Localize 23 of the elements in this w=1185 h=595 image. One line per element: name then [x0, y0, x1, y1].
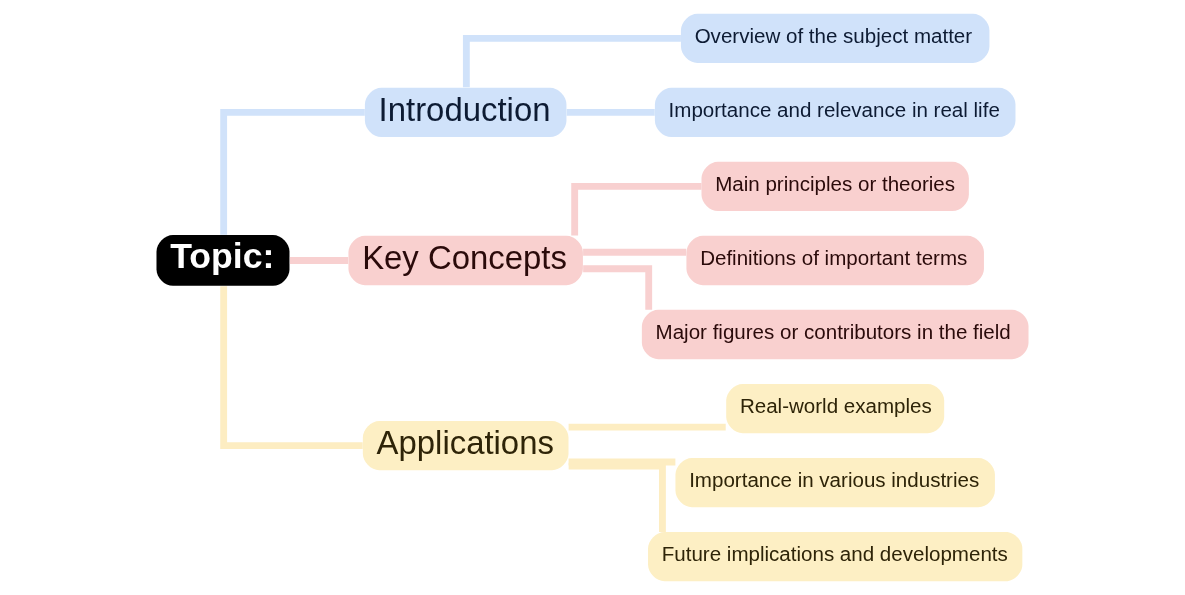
node-box: Topic:: [156, 235, 290, 286]
node-box: Importance in various industries: [675, 457, 995, 508]
node-box: Definitions of important terms: [686, 235, 984, 286]
connector: [462, 34, 681, 88]
connector: [583, 265, 653, 310]
node-box: Key Concepts: [348, 235, 583, 286]
node-box: Future implications and developments: [648, 531, 1023, 582]
node-box: Major figures or contributors in the field: [641, 309, 1029, 360]
node-box: Main principles or theories: [701, 161, 969, 212]
connector: [220, 286, 363, 449]
connector: [568, 462, 666, 532]
node-box: Overview of the subject matter: [680, 13, 990, 64]
connector: [568, 423, 726, 431]
connector: [571, 183, 702, 236]
node-box: Applications: [362, 420, 569, 471]
node-box: Importance and relevance in real life: [654, 87, 1016, 138]
connector: [568, 458, 676, 466]
connector: [220, 108, 365, 235]
connector: [289, 257, 349, 264]
node-box: Real-world examples: [726, 383, 945, 434]
node-box: Introduction: [364, 87, 567, 138]
connector: [566, 108, 655, 116]
connector: [583, 248, 687, 256]
